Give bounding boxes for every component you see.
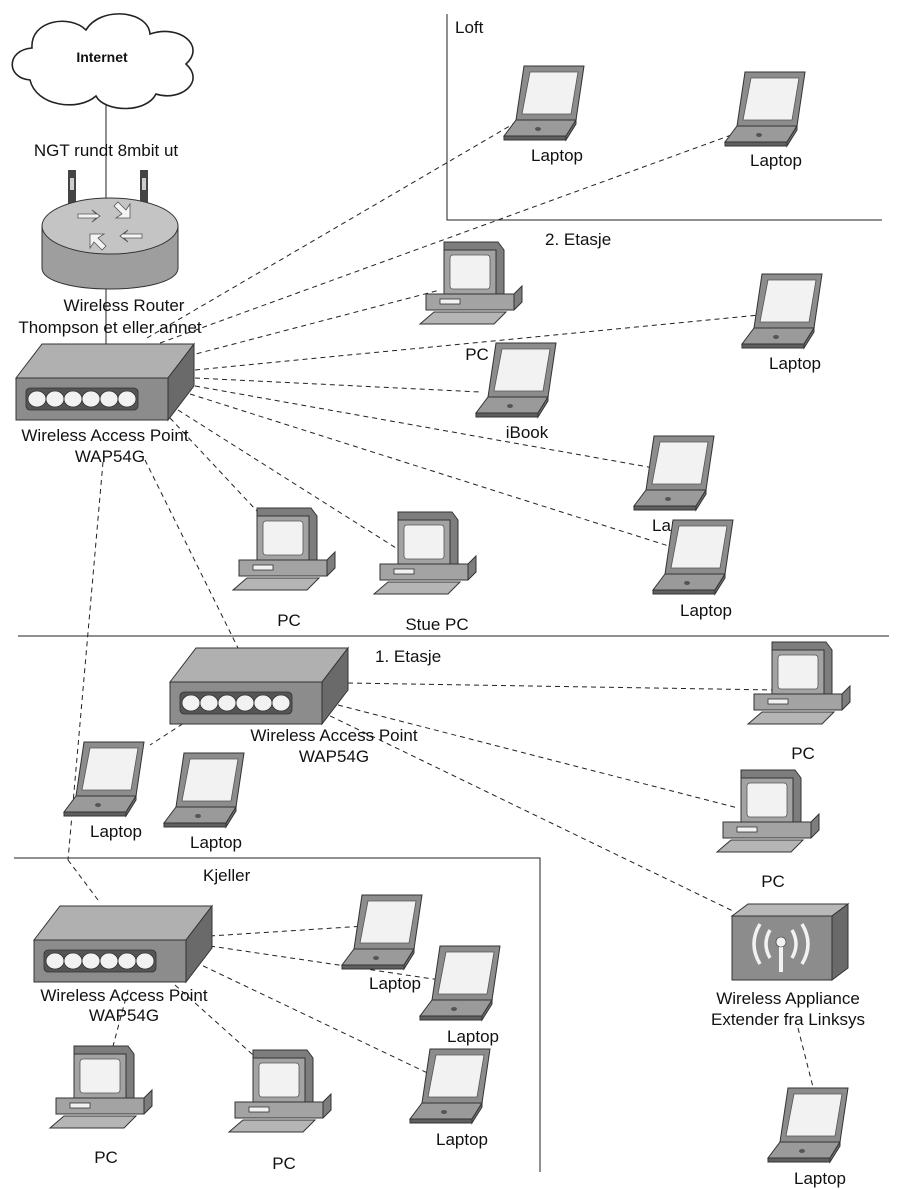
link-e2-laptop-mid — [194, 385, 666, 471]
link-ap1-ap3-a — [67, 461, 104, 861]
link-e2-laptop-right — [194, 313, 771, 371]
e2-ibook: iBook — [475, 342, 557, 442]
device-label: Laptop — [447, 1027, 499, 1046]
access-point-3: Wireless Access Point WAP54G — [33, 905, 213, 1025]
e1-laptop-a: Laptop — [63, 741, 145, 841]
e2-stue-pc: Stue PC — [373, 511, 477, 634]
ap1-label-line2: WAP54G — [75, 447, 145, 466]
e2-laptop-low: Laptop — [652, 519, 734, 620]
kj-laptop-3: Laptop — [409, 1048, 491, 1149]
link-ap1-ap2 — [144, 459, 239, 649]
wireless-extender: Wireless Appliance Extender fra Linksys — [711, 903, 865, 1029]
ext-laptop: Laptop — [767, 1087, 849, 1188]
access-point-2: Wireless Access Point WAP54G — [169, 647, 418, 766]
link-e2-pc-top — [187, 289, 441, 357]
link-kj-pc-1 — [111, 989, 129, 1051]
link-kj-laptop-1 — [209, 925, 366, 937]
router-caption: NGT rundt 8mbit ut — [34, 141, 179, 160]
device-label: Laptop — [436, 1130, 488, 1149]
router-label-line2: Thompson et eller annet — [18, 318, 202, 337]
e1-pc-mid: PC — [716, 769, 820, 891]
loft-boundary — [446, 14, 882, 221]
device-label: PC — [277, 611, 301, 630]
link-e1-pc-mid — [337, 704, 739, 809]
zone-label-loft: Loft — [455, 18, 484, 37]
router-label-line1: Wireless Router — [64, 296, 185, 315]
device-label: Laptop — [769, 354, 821, 373]
link-loft-laptop-1 — [146, 119, 521, 339]
link-loft-laptop-2 — [159, 129, 746, 344]
router-arrows-icon — [77, 201, 143, 251]
device-label: PC — [272, 1154, 296, 1173]
zone-label-etasje2: 2. Etasje — [545, 230, 611, 249]
extender-label-line1: Wireless Appliance — [716, 989, 860, 1008]
device-label: Stue PC — [405, 615, 468, 634]
link-ap2-extender — [321, 711, 736, 913]
e2-pc-left: PC — [232, 507, 336, 630]
device-label: Laptop — [794, 1169, 846, 1188]
link-e2-laptop-low — [189, 393, 676, 549]
link-e1-pc-top — [347, 682, 776, 691]
wireless-router: Wireless Router Thompson et eller annet — [18, 170, 202, 337]
wireless-signal-icon — [752, 923, 810, 972]
device-label: PC — [94, 1148, 118, 1167]
device-label: Laptop — [531, 146, 583, 165]
link-e2-pc-left — [169, 417, 271, 526]
link-extender-laptop — [797, 1027, 816, 1096]
zone-label-kjeller: Kjeller — [203, 866, 251, 885]
loft-laptop-1: Laptop — [503, 65, 585, 165]
device-label: Laptop — [369, 974, 421, 993]
device-label: Laptop — [750, 151, 802, 170]
ap1-label-line1: Wireless Access Point — [21, 426, 188, 445]
device-label: PC — [761, 872, 785, 891]
internet-cloud: Internet — [11, 13, 194, 110]
ap2-label-line2: WAP54G — [299, 747, 369, 766]
access-point-1: Wireless Access Point WAP54G — [15, 343, 195, 466]
device-label: iBook — [506, 423, 549, 442]
internet-label: Internet — [76, 49, 128, 65]
kj-laptop-2: Laptop — [419, 945, 501, 1046]
zone-label-etasje1: 1. Etasje — [375, 647, 441, 666]
device-label: PC — [791, 744, 815, 763]
ap3-label-line1: Wireless Access Point — [40, 986, 207, 1005]
device-label: Laptop — [90, 822, 142, 841]
e1-laptop-b: Laptop — [163, 752, 245, 852]
ap2-label-line1: Wireless Access Point — [250, 726, 417, 745]
loft-laptop-2: Laptop — [724, 71, 806, 170]
link-kj-laptop-2 — [209, 945, 441, 981]
e2-pc-top: PC — [419, 241, 523, 364]
link-e2-stue-pc — [177, 409, 416, 561]
link-e2-ibook — [194, 377, 481, 393]
kj-pc-2: PC — [228, 1049, 332, 1173]
kj-pc-1: PC — [49, 1045, 153, 1167]
connections — [67, 102, 816, 1096]
extender-label-line2: Extender fra Linksys — [711, 1010, 865, 1029]
zone-boundaries — [14, 14, 889, 1172]
e1-pc-top: PC — [747, 641, 851, 763]
e2-laptop-right: Laptop — [741, 273, 823, 373]
device-label: PC — [465, 345, 489, 364]
link-ap1-ap3-b — [67, 859, 99, 901]
ap3-label-line2: WAP54G — [89, 1006, 159, 1025]
device-label: Laptop — [190, 833, 242, 852]
kj-laptop-1: Laptop — [341, 894, 423, 993]
device-label: Laptop — [680, 601, 732, 620]
kjeller-boundary — [14, 857, 541, 1172]
